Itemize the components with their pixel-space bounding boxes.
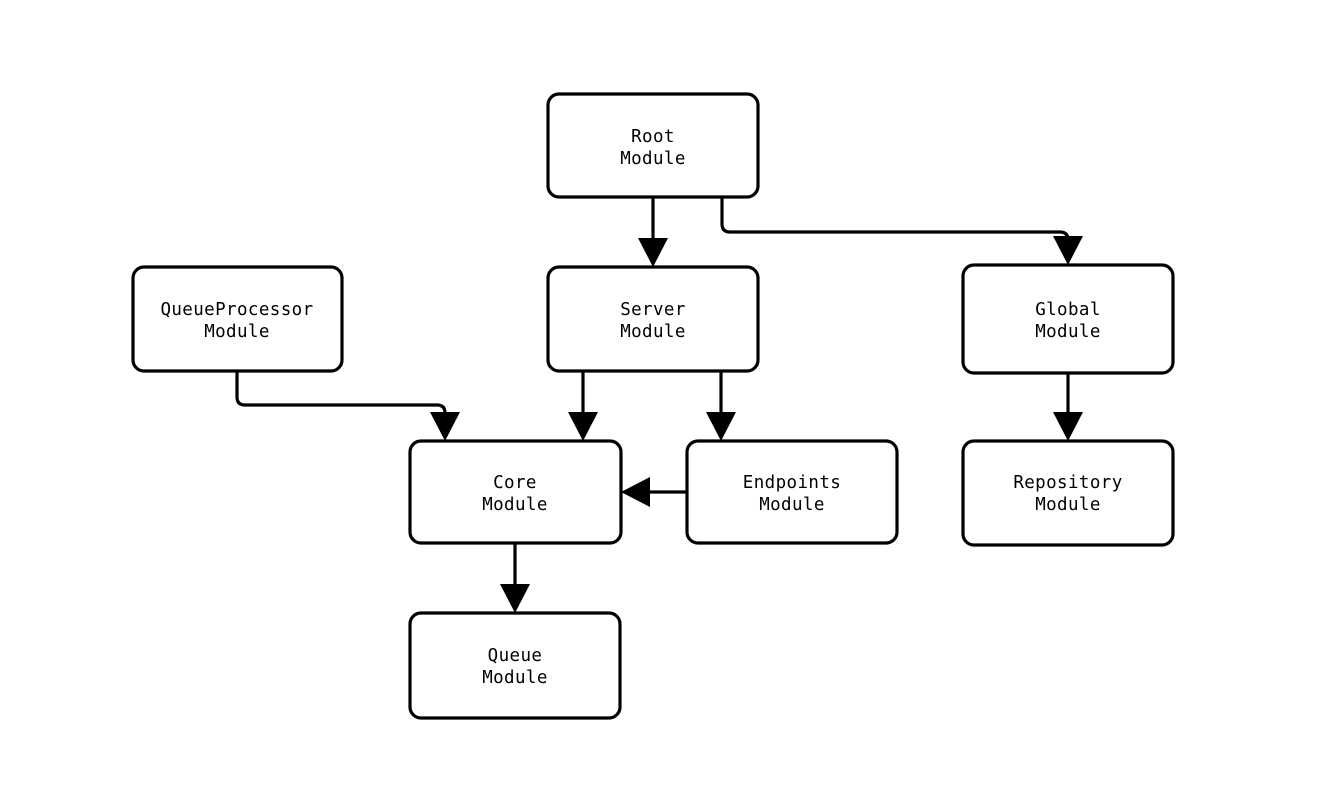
arrowhead-down	[430, 412, 460, 441]
edge-queueprocessor-to-core	[235, 371, 460, 441]
node-global-label-line1: Global	[1035, 300, 1101, 320]
arrowhead-down	[1053, 412, 1083, 441]
node-endpoints-label-line1: Endpoints	[743, 473, 841, 493]
node-root-label-line2: Module	[620, 149, 686, 169]
arrowhead-down	[1053, 236, 1083, 265]
node-server[interactable]: Server Module	[546, 265, 760, 373]
edge-global-to-repository	[1053, 373, 1083, 441]
node-server-box[interactable]	[546, 265, 760, 373]
node-global-label-line2: Module	[1035, 322, 1101, 342]
node-repository-box[interactable]	[961, 439, 1175, 547]
node-core[interactable]: Core Module	[408, 439, 623, 545]
node-root-label-line1: Root	[631, 127, 675, 147]
node-endpoints-label-line2: Module	[759, 495, 825, 515]
node-server-label-line2: Module	[620, 322, 686, 342]
node-root[interactable]: Root Module	[546, 92, 760, 199]
node-queue[interactable]: Queue Module	[408, 611, 622, 720]
arrowhead-down	[706, 412, 736, 441]
node-endpoints[interactable]: Endpoints Module	[685, 439, 899, 545]
node-endpoints-box[interactable]	[685, 439, 899, 545]
node-repository-label-line2: Module	[1035, 495, 1101, 515]
node-core-label-line1: Core	[493, 473, 537, 493]
node-global-box[interactable]	[961, 263, 1175, 375]
node-global[interactable]: Global Module	[961, 263, 1175, 375]
node-queueprocessor[interactable]: QueueProcessor Module	[131, 265, 344, 373]
node-repository[interactable]: Repository Module	[961, 439, 1175, 547]
node-queue-box[interactable]	[408, 611, 622, 720]
edge-root-to-server	[638, 197, 668, 267]
node-repository-label-line1: Repository	[1013, 473, 1122, 493]
edge-server-to-endpoints	[706, 371, 736, 441]
node-queue-label-line2: Module	[482, 668, 548, 688]
node-core-label-line2: Module	[482, 495, 548, 515]
node-server-label-line1: Server	[620, 300, 686, 320]
arrowhead-down	[568, 412, 598, 441]
arrowhead-down	[638, 238, 668, 267]
node-queueprocessor-label-line1: QueueProcessor	[160, 300, 313, 320]
edge-endpoints-to-core	[621, 477, 687, 507]
arrowhead-down	[500, 584, 530, 613]
edge-root-to-global	[720, 197, 1083, 265]
node-core-box[interactable]	[408, 439, 623, 545]
edge-core-to-queue	[500, 543, 530, 613]
node-queueprocessor-label-line2: Module	[204, 322, 270, 342]
node-root-box[interactable]	[546, 92, 760, 199]
node-queue-label-line1: Queue	[488, 646, 543, 666]
edge-server-to-core	[568, 371, 598, 441]
node-queueprocessor-box[interactable]	[131, 265, 344, 373]
arrowhead-left	[621, 477, 650, 507]
